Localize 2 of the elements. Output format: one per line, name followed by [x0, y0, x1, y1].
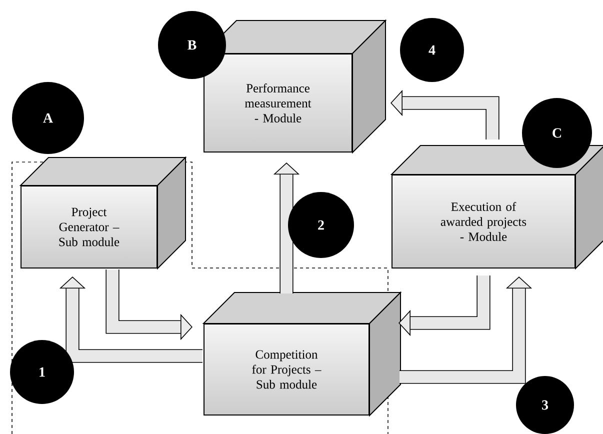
block-arrow: [59, 276, 202, 363]
block-arrow: [398, 276, 490, 336]
